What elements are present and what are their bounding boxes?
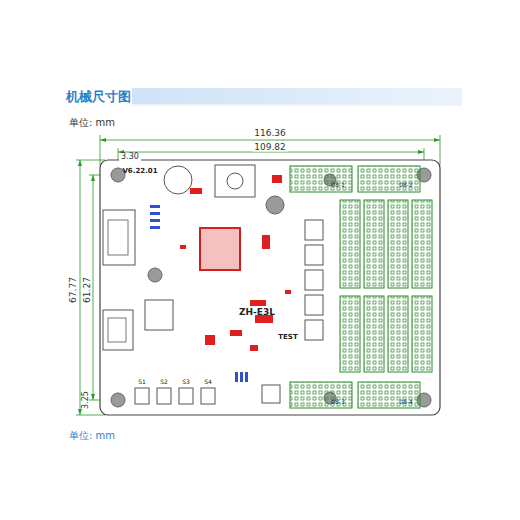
connector-label: 08-4 [399, 399, 413, 405]
switch-label: S1 [138, 379, 146, 385]
unit-caption: 单位: mm [69, 431, 115, 441]
dimension: 61.27 [83, 275, 92, 305]
unit-note: 单位: mm [69, 118, 115, 128]
connector-label: 08-2 [399, 182, 413, 188]
board-name: ZH-E3L [239, 308, 275, 317]
test-label: TEST [278, 334, 297, 341]
switch-label: S4 [204, 379, 212, 385]
dimension: 116.36 [252, 129, 288, 138]
switch-label: S3 [182, 379, 190, 385]
heading: 机械尺寸图 [66, 90, 131, 103]
connector-label: 08-1 [331, 182, 345, 188]
switch-label: S2 [160, 379, 168, 385]
dimension: 67.77 [69, 275, 78, 305]
dimension: 3.25 [82, 391, 90, 409]
version-label: V6.22.01 [122, 168, 157, 175]
dimension: 109.82 [252, 143, 288, 152]
dimension: 3.30 [119, 153, 141, 161]
connector-label: 08-3 [331, 399, 345, 405]
